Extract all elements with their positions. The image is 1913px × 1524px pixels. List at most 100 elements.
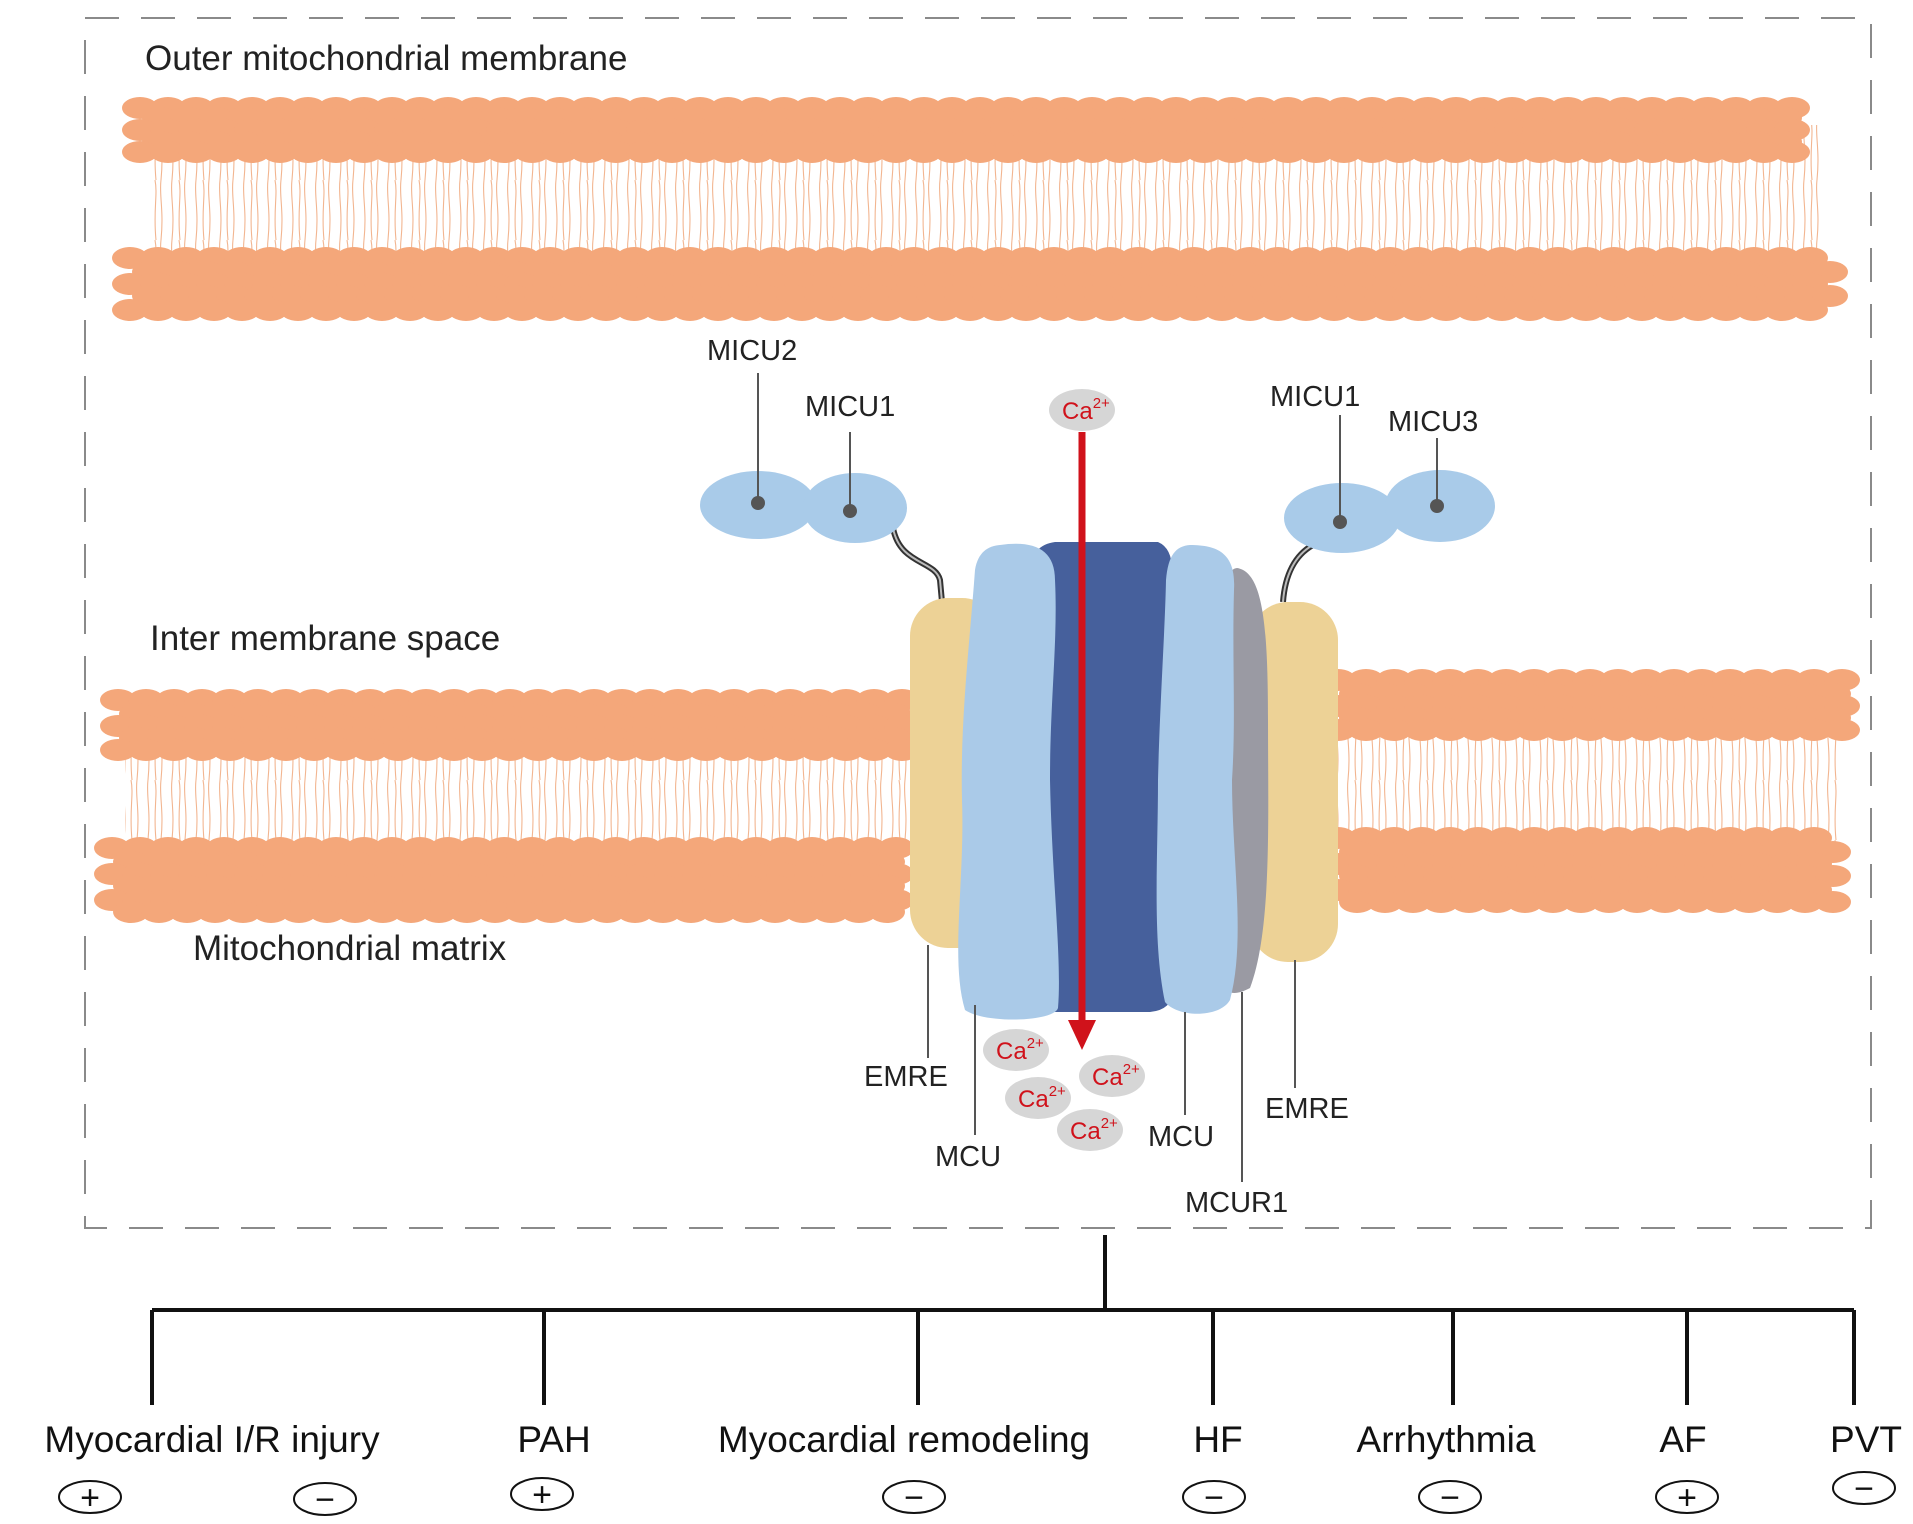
lipid-head — [514, 141, 550, 163]
lipid-head — [672, 299, 708, 321]
lipid-head — [1494, 141, 1530, 163]
lipid-head — [1018, 141, 1054, 163]
lipid-head — [1367, 891, 1403, 913]
lipid-head — [896, 299, 932, 321]
lipid-head — [1288, 299, 1324, 321]
effect-sign-hf: − — [1182, 1479, 1246, 1517]
lipid-head — [281, 901, 317, 923]
lipid-head — [560, 299, 596, 321]
lipid-head — [952, 299, 988, 321]
lipid-head — [570, 141, 606, 163]
lipid-head — [962, 141, 998, 163]
calcium-ion: Ca2+ — [983, 1029, 1049, 1071]
lipid-head — [476, 299, 512, 321]
lipid-head — [1522, 141, 1558, 163]
lipid-head — [296, 739, 332, 761]
lipid-head — [290, 141, 326, 163]
lipid-head — [812, 299, 848, 321]
lipid-head — [309, 901, 345, 923]
lipid-head — [449, 901, 485, 923]
lipid-head — [206, 141, 242, 163]
lipid-head — [589, 901, 625, 923]
disease-label-hf: HF — [1193, 1419, 1242, 1460]
lipid-head — [1204, 299, 1240, 321]
lipid-head — [576, 739, 612, 761]
lipid-head — [785, 901, 821, 923]
lipid-head — [1484, 299, 1520, 321]
lipid-head — [156, 739, 192, 761]
lipid-head — [1619, 891, 1655, 913]
lipid-head — [1242, 141, 1278, 163]
lipid-head — [700, 299, 736, 321]
lipid-head — [1815, 891, 1851, 913]
lipid-head — [645, 901, 681, 923]
lipid-head — [253, 901, 289, 923]
lipid-head — [654, 141, 690, 163]
lipid-head — [1764, 299, 1800, 321]
lipid-head — [1339, 891, 1375, 913]
lipid-head — [1451, 891, 1487, 913]
micu-right-tether — [1280, 542, 1315, 603]
disease-labels: Myocardial I/R injury PAH Myocardial rem… — [44, 1419, 1902, 1460]
mcu-core-subunit — [1026, 542, 1174, 1012]
svg-text:−: − — [1204, 1479, 1224, 1517]
lipid-head — [1148, 299, 1184, 321]
lipid-head — [420, 299, 456, 321]
lipid-head — [868, 299, 904, 321]
lipid-head — [212, 739, 248, 761]
svg-text:Ca2+: Ca2+ — [1018, 1083, 1066, 1113]
lipid-head — [869, 901, 905, 923]
lipid-head — [1647, 891, 1683, 913]
lipid-head — [324, 739, 360, 761]
calcium-flux-arrow — [1068, 432, 1096, 1050]
lipid-head — [1046, 141, 1082, 163]
calcium-ion: Ca2+ — [1049, 389, 1115, 431]
lipid-head — [1400, 299, 1436, 321]
lipid-head — [380, 739, 416, 761]
lipid-head — [673, 901, 709, 923]
lipid-head — [1690, 141, 1726, 163]
lipid-head — [1158, 141, 1194, 163]
mcur1-label: MCUR1 — [1185, 1187, 1288, 1219]
lipid-head — [346, 141, 382, 163]
lipid-head — [644, 299, 680, 321]
lipid-head — [813, 901, 849, 923]
lipid-head — [1680, 299, 1716, 321]
lipid-head — [169, 901, 205, 923]
disease-label-myocardial-remodeling: Myocardial remodeling — [718, 1419, 1090, 1460]
lipid-head — [196, 299, 232, 321]
lipid-head — [1516, 719, 1552, 741]
svg-text:Ca2+: Ca2+ — [1070, 1115, 1118, 1145]
disease-label-arrhythmia: Arrhythmia — [1357, 1419, 1536, 1460]
calcium-ion: Ca2+ — [1057, 1109, 1123, 1151]
disease-label-myocardial-ir-injury: Myocardial I/R injury — [44, 1419, 380, 1460]
lipid-head — [1787, 891, 1823, 913]
lipid-head — [1768, 719, 1804, 741]
lipid-head — [1456, 299, 1492, 321]
lipid-head — [756, 299, 792, 321]
lipid-head — [178, 141, 214, 163]
lipid-head — [1507, 891, 1543, 913]
lipid-head — [856, 739, 892, 761]
lipid-head — [141, 901, 177, 923]
lipid-head — [1578, 141, 1614, 163]
lipid-head — [744, 739, 780, 761]
lipid-head — [626, 141, 662, 163]
lipid-head — [140, 299, 176, 321]
lipid-head — [1008, 299, 1044, 321]
lipid-head — [1746, 141, 1782, 163]
svg-text:+: + — [1677, 1479, 1697, 1517]
lipid-head — [1718, 141, 1754, 163]
svg-text:+: + — [80, 1479, 100, 1517]
effect-sign-myocardial-ir-minus: − — [293, 1481, 357, 1519]
lipid-head — [1662, 141, 1698, 163]
lipid-head — [632, 739, 668, 761]
micu1-right-label: MICU1 — [1270, 381, 1360, 413]
lipid-head — [1824, 719, 1860, 741]
lipid-head — [1656, 719, 1692, 741]
lipid-head — [1572, 719, 1608, 741]
matrix-label: Mitochondrial matrix — [193, 929, 507, 968]
lipid-head — [477, 901, 513, 923]
lipid-head — [1684, 719, 1720, 741]
emre-right-subunit — [1250, 602, 1338, 962]
